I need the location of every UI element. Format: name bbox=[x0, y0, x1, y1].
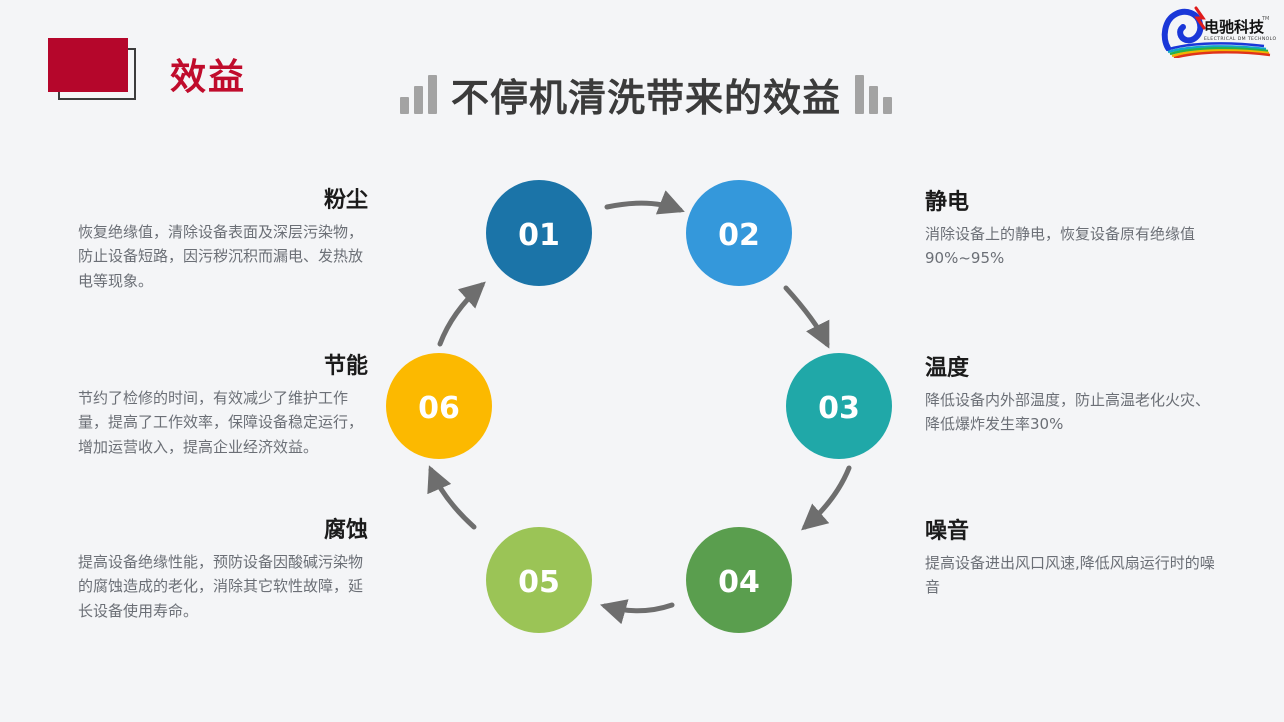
text-block-energy-heading: 节能 bbox=[323, 354, 368, 379]
logo-en-text: ELECTRICAL DM TECHNOLOGY bbox=[1204, 36, 1276, 42]
arrow-06-to-01 bbox=[437, 281, 486, 347]
text-block-noise-heading: 噪音 bbox=[925, 519, 970, 544]
text-block-temperature: 温度 降低设备内外部温度，防止高温老化火灾、降低爆炸发生率30% bbox=[925, 350, 1215, 437]
cycle-node-02-circle[interactable] bbox=[686, 180, 792, 286]
text-block-dust-heading: 粉尘 bbox=[323, 188, 368, 213]
header-badge-decoration bbox=[48, 38, 136, 100]
arrow-02-to-03 bbox=[783, 285, 830, 349]
text-block-static: 静电 消除设备上的静电，恢复设备原有绝缘值90%~95% bbox=[925, 184, 1215, 271]
text-block-corrosion-body: 提高设备绝缘性能，预防设备因酸碱污染物的腐蚀造成的老化，消除其它软性故障，延长设… bbox=[78, 553, 364, 620]
cycle-node-02[interactable]: 02 bbox=[686, 180, 792, 286]
company-logo: 电驰科技 ELECTRICAL DM TECHNOLOGY TM bbox=[1156, 4, 1276, 58]
logo-cn-text: 电驰科技 bbox=[1204, 18, 1265, 36]
text-block-dust-body: 恢复绝缘值，清除设备表面及深层污染物，防止设备短路，因污秽沉积而漏电、发热放电等… bbox=[78, 223, 364, 290]
text-block-static-body: 消除设备上的静电，恢复设备原有绝缘值90%~95% bbox=[925, 225, 1196, 268]
text-block-corrosion-heading: 腐蚀 bbox=[323, 518, 368, 543]
cycle-node-04[interactable]: 04 bbox=[686, 527, 792, 633]
arrow-01-to-02 bbox=[604, 190, 685, 215]
text-block-temperature-heading: 温度 bbox=[925, 356, 970, 381]
cycle-node-01-number: 01 bbox=[518, 218, 560, 253]
header-section-label: 效益 bbox=[170, 57, 247, 98]
cycle-node-03-circle[interactable] bbox=[786, 353, 892, 459]
bar-chart-decoration-right bbox=[855, 74, 892, 114]
cycle-node-06-number: 06 bbox=[418, 391, 460, 426]
text-block-noise-body: 提高设备进出风口风速,降低风扇运行时的噪音 bbox=[925, 554, 1215, 597]
cycle-node-02-number: 02 bbox=[718, 218, 760, 253]
bar-chart-decoration-left bbox=[399, 74, 437, 114]
cycle-node-03-number: 03 bbox=[818, 391, 860, 426]
cycle-node-03[interactable]: 03 bbox=[786, 353, 892, 459]
logo-tm-text: TM bbox=[1261, 16, 1269, 22]
cycle-node-01[interactable]: 01 bbox=[486, 180, 592, 286]
page-title-wrapper: 不停机清洗带来的效益 bbox=[336, 62, 956, 126]
text-block-noise: 噪音 提高设备进出风口风速,降低风扇运行时的噪音 bbox=[925, 513, 1215, 600]
text-block-energy: 节能 节约了检修的时间，有效减少了维护工作量，提高了工作效率，保障设备稳定运行，… bbox=[78, 348, 368, 459]
cycle-node-04-circle[interactable] bbox=[686, 527, 792, 633]
page-title: 不停机清洗带来的效益 bbox=[450, 75, 841, 120]
text-block-temperature-body: 降低设备内外部温度，防止高温老化火灾、降低爆炸发生率30% bbox=[925, 391, 1211, 434]
cycle-node-05-number: 05 bbox=[518, 565, 560, 600]
text-block-dust: 粉尘 恢复绝缘值，清除设备表面及深层污染物，防止设备短路，因污秽沉积而漏电、发热… bbox=[78, 182, 368, 293]
cycle-node-01-circle[interactable] bbox=[486, 180, 592, 286]
arrow-04-to-05 bbox=[599, 599, 675, 625]
cycle-node-06-circle[interactable] bbox=[386, 353, 492, 459]
text-block-static-heading: 静电 bbox=[925, 190, 970, 215]
badge-fill bbox=[48, 38, 128, 92]
cycle-node-05[interactable]: 05 bbox=[486, 527, 592, 633]
arrow-03-to-04 bbox=[801, 465, 852, 531]
text-block-corrosion: 腐蚀 提高设备绝缘性能，预防设备因酸碱污染物的腐蚀造成的老化，消除其它软性故障，… bbox=[78, 512, 368, 623]
text-block-energy-body: 节约了检修的时间，有效减少了维护工作量，提高了工作效率，保障设备稳定运行，增加运… bbox=[78, 389, 364, 456]
arrow-05-to-06 bbox=[427, 465, 477, 530]
cycle-node-05-circle[interactable] bbox=[486, 527, 592, 633]
cycle-node-06[interactable]: 06 bbox=[386, 353, 492, 459]
cycle-node-04-number: 04 bbox=[718, 565, 760, 600]
